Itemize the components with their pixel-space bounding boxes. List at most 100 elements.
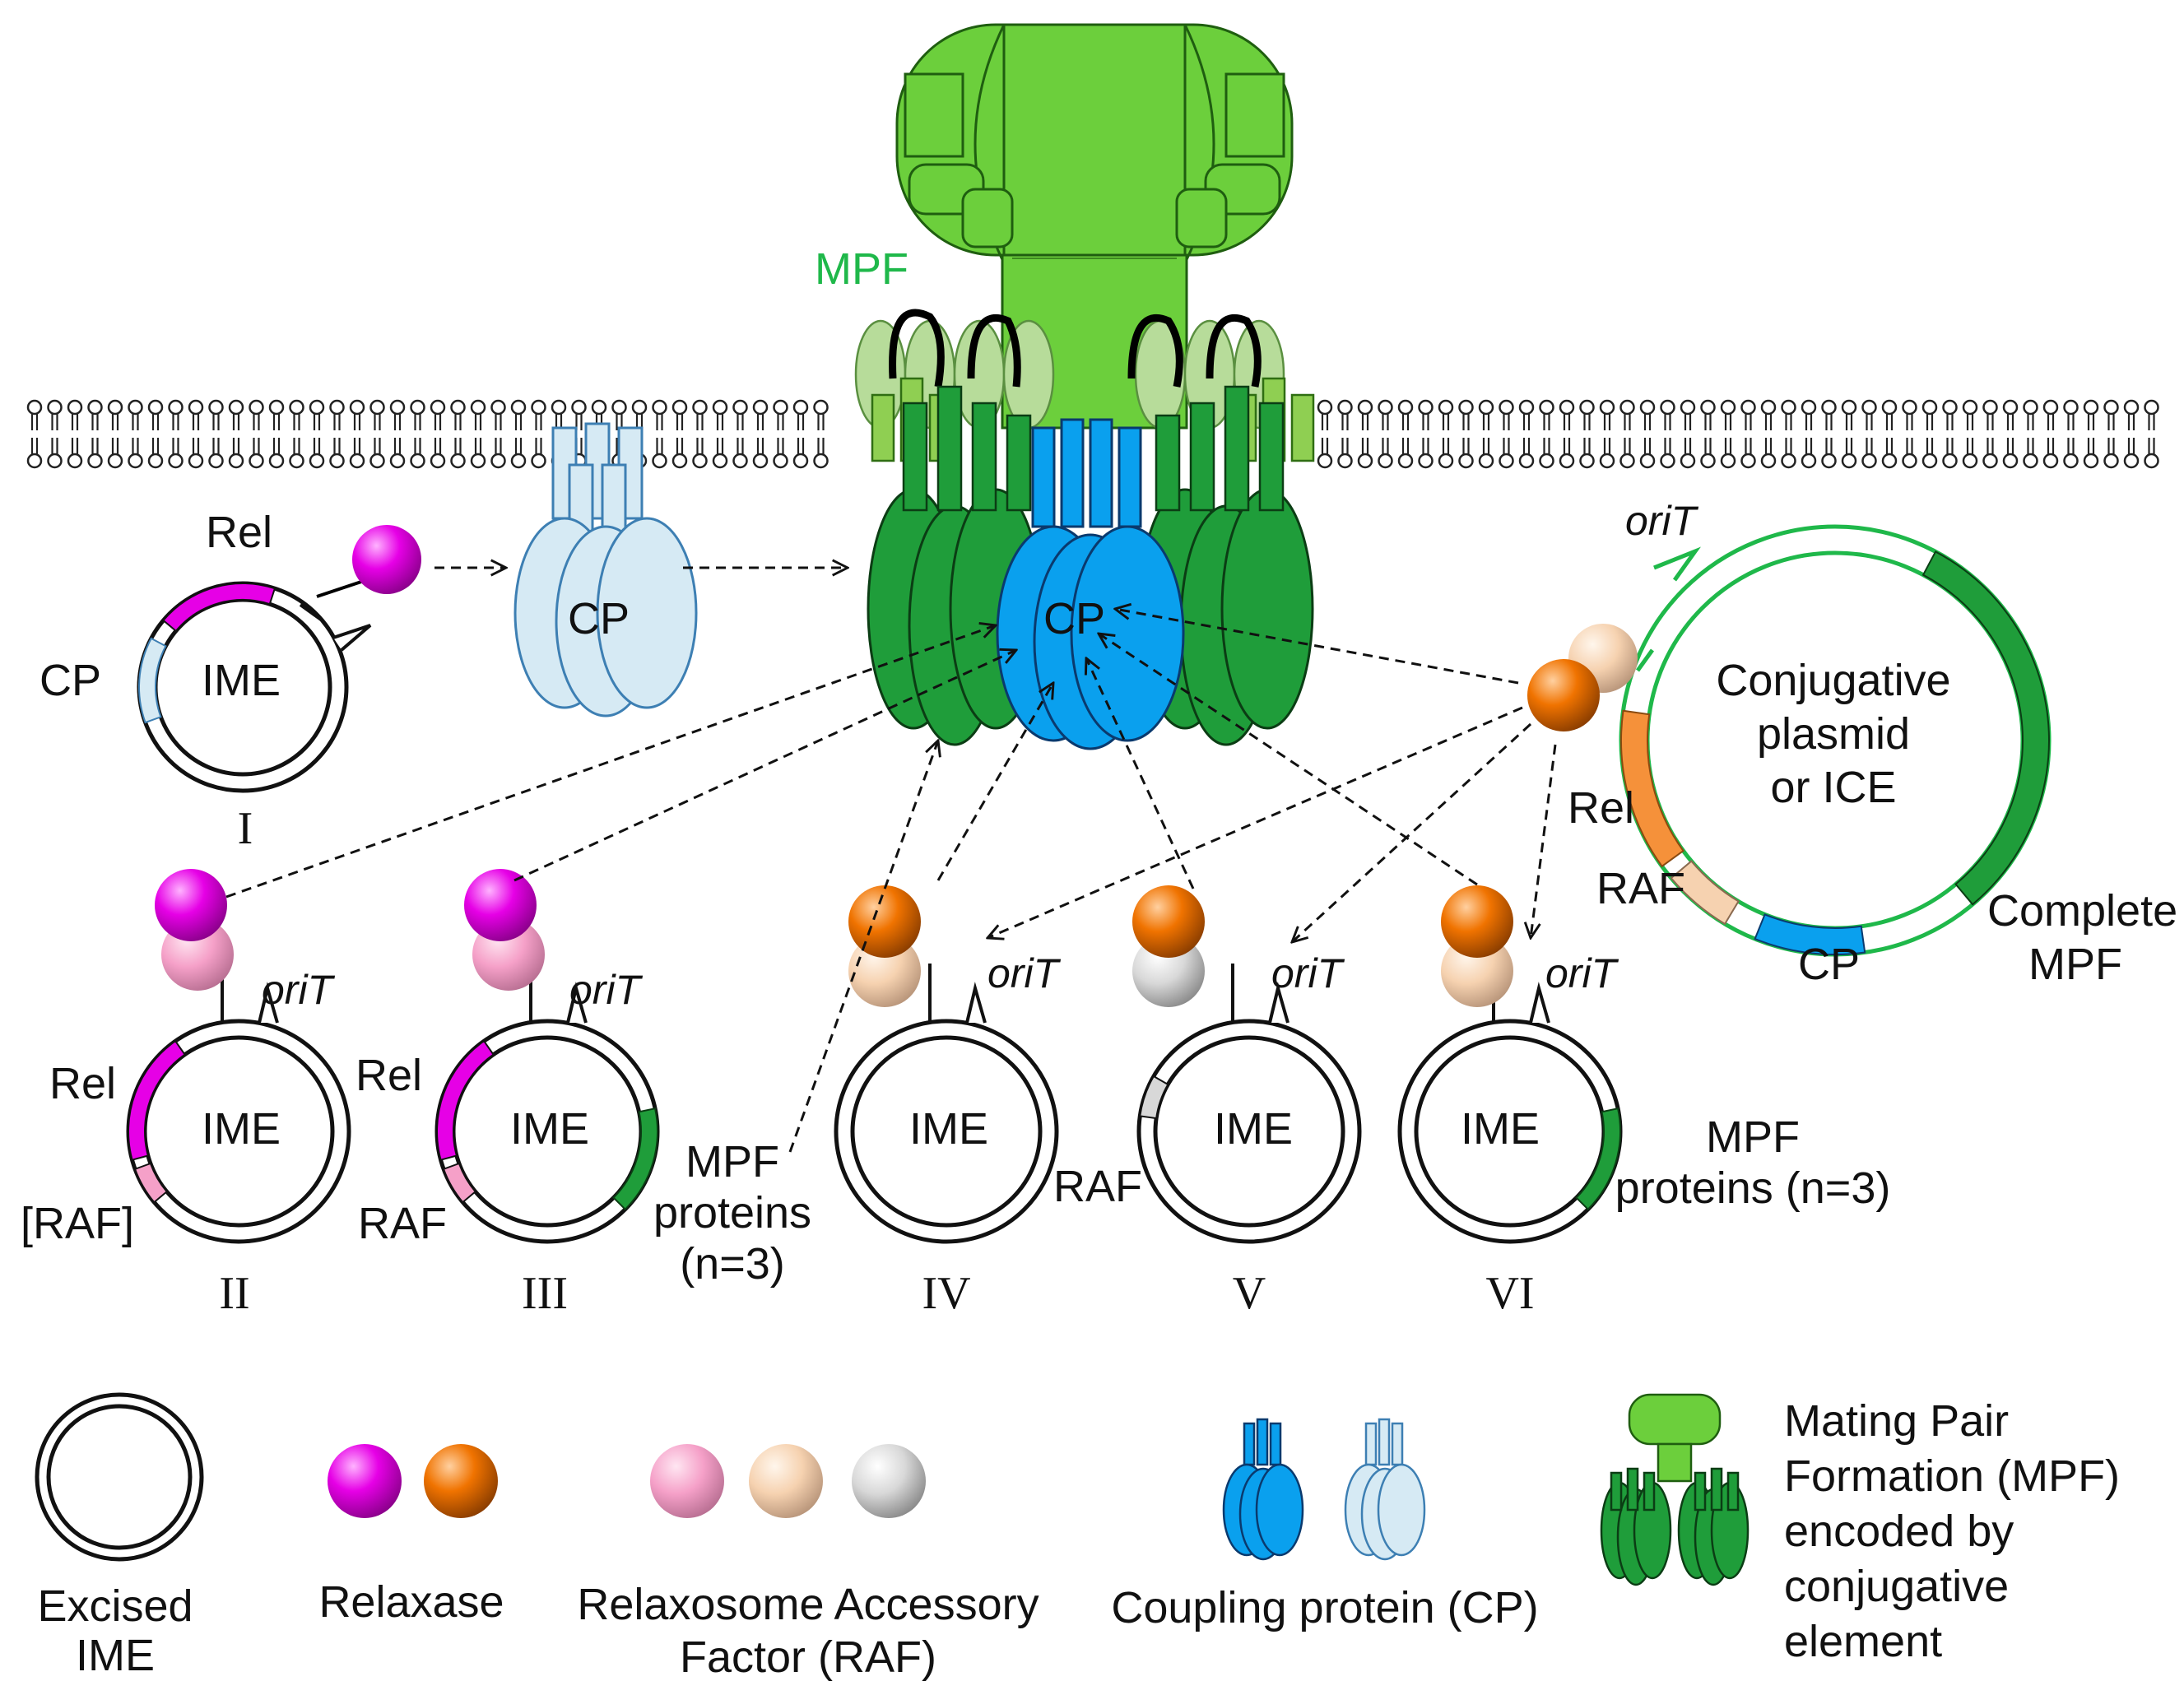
lipid-head bbox=[792, 453, 809, 469]
lipid-head bbox=[1821, 399, 1837, 416]
lipid-head bbox=[732, 453, 748, 469]
lipid-head bbox=[752, 453, 769, 469]
lipid-head bbox=[1740, 453, 1756, 469]
lipid-head bbox=[329, 453, 345, 469]
lipid-head bbox=[1760, 453, 1777, 469]
lipid-head bbox=[692, 453, 708, 469]
lipid-head bbox=[1337, 399, 1353, 416]
lipid-head bbox=[1518, 453, 1535, 469]
lipid-head bbox=[1921, 399, 1938, 416]
lipid-head bbox=[147, 399, 164, 416]
lipid-head bbox=[1942, 453, 1958, 469]
numeral-V: V bbox=[1233, 1268, 1266, 1319]
legend-mpf-4: conjugative bbox=[1784, 1562, 2009, 1611]
lipid-head bbox=[389, 453, 406, 469]
lipid-head bbox=[2002, 453, 2019, 469]
lipid-head bbox=[611, 399, 627, 416]
legend-mpf-2: Formation (MPF) bbox=[1784, 1451, 2120, 1501]
lipid-head bbox=[712, 453, 728, 469]
conjugative-plasmid bbox=[1619, 524, 2052, 957]
lipid-head bbox=[1418, 399, 1434, 416]
lipid-head bbox=[1499, 453, 1514, 469]
lipid-head bbox=[107, 399, 123, 416]
lipid-head bbox=[430, 399, 446, 416]
lipid-head bbox=[87, 453, 103, 469]
lipid-head bbox=[1720, 453, 1736, 469]
lipid-head bbox=[309, 453, 325, 469]
mpf-gene bbox=[612, 1107, 658, 1211]
legend-excised-1: Excised bbox=[37, 1581, 193, 1631]
dashed-arrows bbox=[225, 568, 1557, 1153]
oriT-label-IV: oriT bbox=[987, 950, 1062, 996]
lipid-head bbox=[47, 399, 63, 416]
legend-mpf-1: Mating Pair bbox=[1784, 1396, 2009, 1446]
oriT-label-III: oriT bbox=[569, 967, 644, 1013]
lipid-head bbox=[389, 399, 406, 416]
lipid-head bbox=[128, 399, 143, 416]
lipid-head bbox=[67, 453, 83, 469]
relaxase-ball-VI bbox=[1441, 885, 1513, 958]
ime-label-I: IME bbox=[202, 656, 281, 705]
lipid-head bbox=[430, 453, 446, 469]
ime-IV bbox=[834, 964, 1059, 1244]
lipid-head bbox=[1700, 453, 1716, 469]
legend-raf: Relaxosome Accessory Factor (RAF) bbox=[577, 1444, 1039, 1682]
ime-label-III: IME bbox=[510, 1104, 589, 1154]
lipid-head bbox=[1397, 453, 1414, 469]
legend-raf-1: Relaxosome Accessory bbox=[577, 1580, 1039, 1629]
raf-label-II: [RAF] bbox=[21, 1199, 134, 1248]
lipid-head bbox=[1357, 453, 1373, 469]
lipid-head bbox=[309, 399, 325, 416]
conj-line-2: plasmid bbox=[1757, 709, 1910, 759]
lipid-head bbox=[1599, 453, 1615, 469]
raf-gene bbox=[1139, 1075, 1169, 1120]
lipid-head bbox=[2023, 399, 2038, 416]
lipid-head bbox=[208, 453, 224, 469]
lipid-head bbox=[188, 453, 204, 469]
lipid-head bbox=[1861, 399, 1877, 416]
rel-gene bbox=[162, 583, 276, 633]
rel-label-III: Rel bbox=[355, 1051, 422, 1100]
relaxases-rafs bbox=[155, 525, 1638, 1007]
lipid-head bbox=[2103, 399, 2119, 416]
lipid-head bbox=[1680, 399, 1696, 416]
lipid-head bbox=[168, 399, 184, 416]
lipid-head bbox=[329, 399, 345, 416]
lipid-head bbox=[369, 453, 385, 469]
legend-cp: Coupling protein (CP) bbox=[1111, 1418, 1539, 1632]
lipid-head bbox=[1639, 453, 1656, 469]
lipid-head bbox=[752, 399, 769, 416]
ime-VI bbox=[1397, 964, 1623, 1244]
lipid-head bbox=[228, 453, 244, 469]
lipid-head bbox=[47, 453, 63, 469]
coupling-protein-free bbox=[513, 422, 698, 717]
lipid-head bbox=[2123, 399, 2140, 416]
lipid-head bbox=[2083, 399, 2099, 416]
conj-line-1: Conjugative bbox=[1716, 656, 1950, 705]
cp-label-I: CP bbox=[39, 656, 101, 705]
numeral-III: III bbox=[522, 1268, 568, 1319]
lipid-head bbox=[1539, 399, 1554, 416]
ime-II bbox=[126, 964, 351, 1244]
legend-mpf-3: encoded by bbox=[1784, 1507, 2014, 1556]
lipid-head bbox=[369, 399, 385, 416]
lipid-head bbox=[1639, 399, 1656, 416]
lipid-head bbox=[168, 453, 184, 469]
lipid-head bbox=[67, 399, 83, 416]
legend: Excised IME Relaxase Relaxosome Accessor… bbox=[35, 1392, 2120, 1682]
lipid-head bbox=[107, 453, 123, 469]
lipid-head bbox=[1397, 399, 1414, 416]
lipid-head bbox=[188, 399, 204, 416]
ime-label-II: IME bbox=[202, 1104, 281, 1154]
mpf-proteins-line-3: (n=3) bbox=[680, 1239, 785, 1289]
relaxase-ball-I bbox=[352, 525, 421, 594]
lipid-head bbox=[1378, 399, 1393, 416]
lipid-head bbox=[551, 399, 567, 416]
lipid-head bbox=[249, 399, 264, 416]
lipid-head bbox=[268, 453, 285, 469]
lipid-head bbox=[1841, 453, 1857, 469]
lipid-head bbox=[1861, 453, 1877, 469]
lipid-head bbox=[813, 453, 829, 469]
lipid-head bbox=[1881, 453, 1898, 469]
